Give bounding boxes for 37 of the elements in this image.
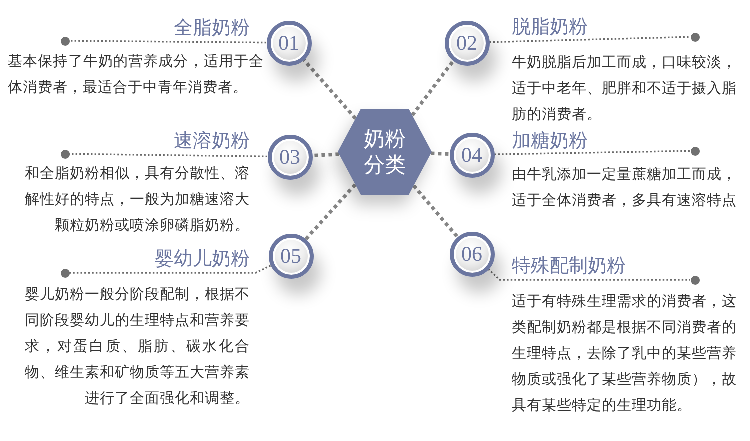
connector-line — [304, 183, 357, 241]
description-text: 牛奶脱脂后加工而成，口味较淡，适于中老年、肥胖和不适于摄入脂肪的消费者。 — [512, 54, 737, 125]
end-dot — [690, 276, 700, 284]
number-circle: 06 — [450, 232, 494, 276]
number-circle: 02 — [444, 20, 490, 66]
leader-line — [70, 265, 272, 274]
connector-line — [431, 152, 450, 156]
connector-line — [312, 152, 340, 158]
number-circle: 03 — [268, 134, 312, 180]
leader-line — [70, 40, 266, 44]
end-dot — [60, 36, 70, 46]
leader-line — [69, 153, 268, 158]
description-text: 基本保持了牛奶的营养成分，适用于全体消费者，最适合于中青年消费者。 — [8, 52, 264, 98]
connector-line — [412, 184, 459, 238]
category-heading: 婴幼儿奶粉 — [155, 249, 250, 270]
end-dot — [690, 146, 700, 156]
connector-line — [302, 58, 358, 120]
leader-line — [488, 268, 690, 281]
end-dot — [60, 268, 70, 278]
description-text: 适于有特殊生理需求的消费者，这类配制奶粉都是根据不同消费者的生理特点，去除了乳中的某些营养物质或强化了某些营养物质），故具有某些特定的生理功能。 — [512, 293, 737, 416]
number-circle: 04 — [450, 132, 494, 178]
leader-line — [489, 36, 691, 44]
hexagon: 奶粉分类 — [338, 109, 432, 195]
leader-line — [494, 150, 691, 156]
category-heading: 全脂奶粉 — [174, 18, 250, 39]
end-dot — [690, 32, 700, 42]
description-text: 和全脂奶粉相似，具有分散性、溶解性好的特点，一般为加糖速溶大颗粒奶粉或喷涂卵磷脂奶粉。 — [25, 164, 250, 236]
end-dot — [60, 150, 70, 158]
category-heading: 加糖奶粉 — [512, 131, 588, 152]
description-text: 婴儿奶粉一般分阶段配制，根据不同阶段婴幼儿的生理特点和营养要求，对蛋白质、脂肪、碳水化合物、维生素和矿物质等五大营养素进行了全面强化和调整。 — [25, 286, 250, 409]
category-heading: 脱脂奶粉 — [512, 17, 588, 38]
category-heading: 速溶奶粉 — [174, 131, 250, 152]
number-circle: 05 — [268, 234, 314, 278]
category-heading: 特殊配制奶粉 — [512, 256, 626, 277]
connector-line — [411, 60, 455, 117]
description-text: 由牛乳添加一定量蔗糖加工而成，适于全体消费者，多具有速溶特点 — [512, 166, 737, 211]
number-circle: 01 — [266, 20, 312, 66]
